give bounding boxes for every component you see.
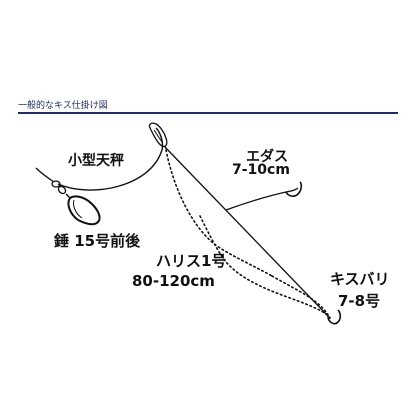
label-edasu: エダス [246,149,288,165]
harisu-drift-line-1 [165,149,273,277]
edasu-hook-icon [285,181,303,197]
harisu-drift-line-3 [199,215,331,319]
label-edasu-length: 7-10cm [232,162,290,178]
harisu-drift-line-2 [271,275,331,319]
caption-rule [18,112,398,114]
label-tenbin: 小型天秤 [68,153,124,169]
label-sinker: 錘 15号前後 [54,232,141,250]
label-harisu: ハリス1号 [156,252,227,270]
sinker-swivel-icon [51,180,67,195]
edasu-line [225,187,299,211]
diagram-caption: 一般的なキス仕掛け図 [18,101,108,111]
label-hook: キスバリ [330,270,390,288]
label-harisu-length: 80-120cm [132,272,215,290]
main-line [35,167,55,183]
harisu-line [163,145,329,317]
tenbin-arm [57,127,164,191]
label-hook-size: 7-8号 [338,292,381,310]
sinker-icon [65,193,101,226]
swivel-icon [148,122,168,148]
end-hook-icon [327,309,342,325]
